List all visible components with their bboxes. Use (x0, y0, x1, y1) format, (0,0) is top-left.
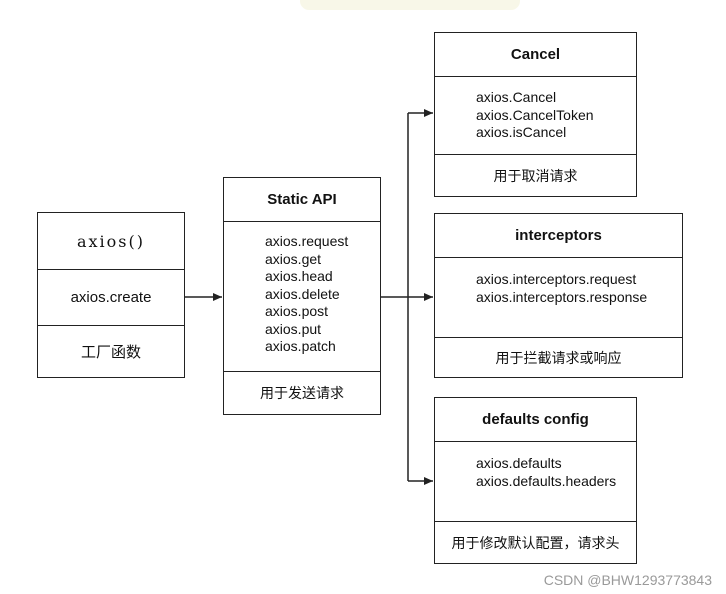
cancel-title: Cancel (510, 46, 561, 63)
axios-box-title: axios() (76, 231, 145, 251)
defaults-config-box: defaults config axios.defaults axios.def… (434, 397, 637, 564)
defaults-config-title: defaults config (482, 411, 589, 428)
list-item: axios.defaults.headers (476, 472, 617, 489)
list-item: axios.patch (265, 338, 336, 354)
static-api-title: Static API (267, 191, 337, 208)
list-item: axios.request (265, 233, 349, 249)
list-item: axios.create (70, 288, 152, 306)
list-item: axios.CancelToken (476, 106, 594, 123)
defaults-config-items: axios.defaults axios.defaults.headers (435, 441, 636, 521)
watermark: CSDN @BHW1293773843 (543, 572, 712, 588)
list-item: axios.put (265, 320, 322, 337)
list-item: axios.interceptors.response (476, 288, 648, 305)
interceptors-note: 用于拦截请求或响应 (435, 337, 682, 377)
interceptors-items: axios.interceptors.request axios.interce… (435, 257, 682, 337)
list-item: axios.delete (265, 285, 340, 302)
axios-box-note: 工厂函数 (38, 325, 184, 377)
list-item: axios.defaults (476, 455, 562, 471)
top-faded-logo (300, 0, 520, 10)
static-api-note: 用于发送请求 (224, 371, 380, 414)
static-api-box: Static API axios.request axios.get axios… (223, 177, 381, 415)
cancel-note: 用于取消请求 (435, 154, 636, 196)
interceptors-title: interceptors (515, 227, 602, 244)
list-item: axios.Cancel (476, 89, 557, 105)
list-item: axios.post (265, 303, 329, 319)
static-api-items: axios.request axios.get axios.head axios… (224, 221, 380, 371)
cancel-items: axios.Cancel axios.CancelToken axios.isC… (435, 76, 636, 154)
interceptors-box: interceptors axios.interceptors.request … (434, 213, 683, 378)
cancel-box: Cancel axios.Cancel axios.CancelToken ax… (434, 32, 637, 197)
axios-box-items: axios.create (38, 269, 184, 325)
list-item: axios.isCancel (476, 124, 567, 140)
list-item: axios.get (265, 250, 322, 267)
axios-box: axios() axios.create 工厂函数 (37, 212, 185, 378)
defaults-config-note: 用于修改默认配置，请求头 (435, 521, 636, 563)
list-item: axios.interceptors.request (476, 271, 637, 287)
list-item: axios.head (265, 268, 333, 284)
